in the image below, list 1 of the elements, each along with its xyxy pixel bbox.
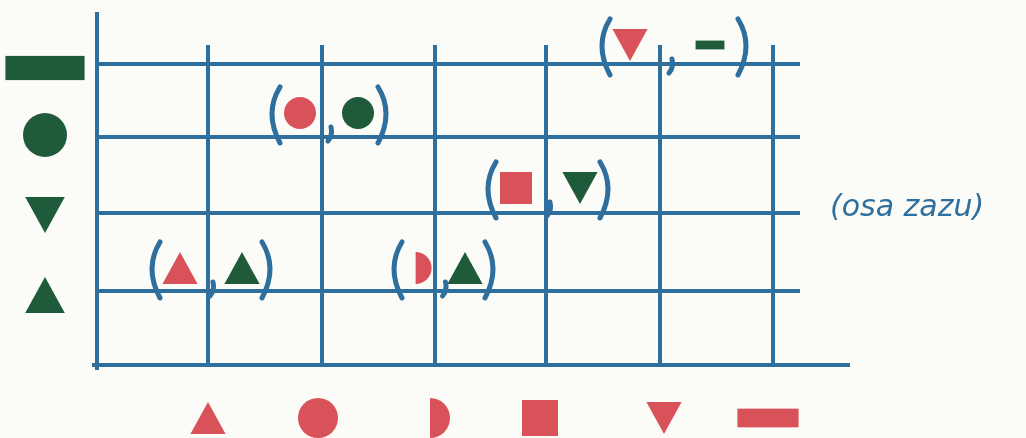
- instruction-text: (osa zazu): [830, 188, 985, 223]
